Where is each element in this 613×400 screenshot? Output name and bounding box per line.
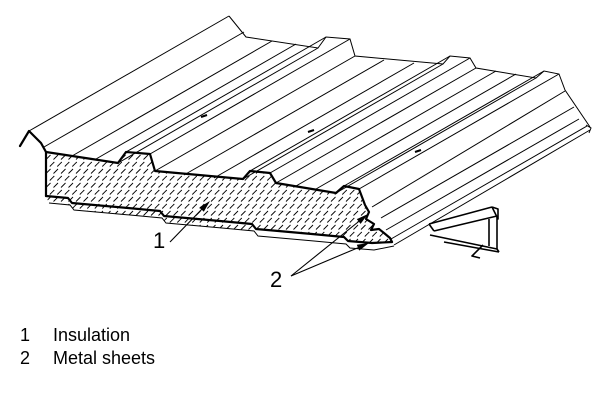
- top-sheet-front-profile: [18, 129, 394, 244]
- callout-2: 2: [270, 214, 369, 292]
- legend-number-2: 2: [20, 347, 31, 368]
- legend-number-1: 1: [20, 325, 31, 345]
- fastener-marks: [200, 114, 422, 153]
- callout-1-leader-line: [169, 207, 204, 243]
- legend-label-insulation: Insulation: [53, 325, 131, 345]
- legend-row-metal-sheets: 2 Metal sheets: [20, 347, 155, 370]
- callout-2-number: 2: [270, 267, 282, 292]
- callout-1-number: 1: [153, 228, 165, 253]
- top-sheet-back-edge: [228, 15, 591, 128]
- bottom-sheet-edge: [44, 194, 394, 245]
- insulation-hatch-area: [46, 152, 392, 243]
- callout-2-leader-line-lower: [290, 247, 359, 277]
- callout-2-arrowhead-upper-icon: [356, 214, 368, 224]
- callout-2-arrowhead-lower-icon: [356, 243, 369, 251]
- z-purlin: [428, 206, 500, 259]
- legend-label-metal-sheets: Metal sheets: [53, 347, 156, 368]
- top-sheet-side-edge: [390, 124, 592, 246]
- top-sheet-surface-lines: [28, 15, 580, 231]
- callout-1-arrowhead-icon: [199, 201, 210, 212]
- legend-row-insulation: 1 Insulation: [20, 324, 155, 347]
- bottom-sheet-liner-line: [48, 202, 395, 251]
- legend: 1 Insulation 2 Metal sheets: [20, 324, 155, 369]
- callout-2-leader-line-upper: [290, 221, 360, 277]
- callout-1: 1: [153, 201, 210, 253]
- insulation-cut-face: [46, 152, 392, 243]
